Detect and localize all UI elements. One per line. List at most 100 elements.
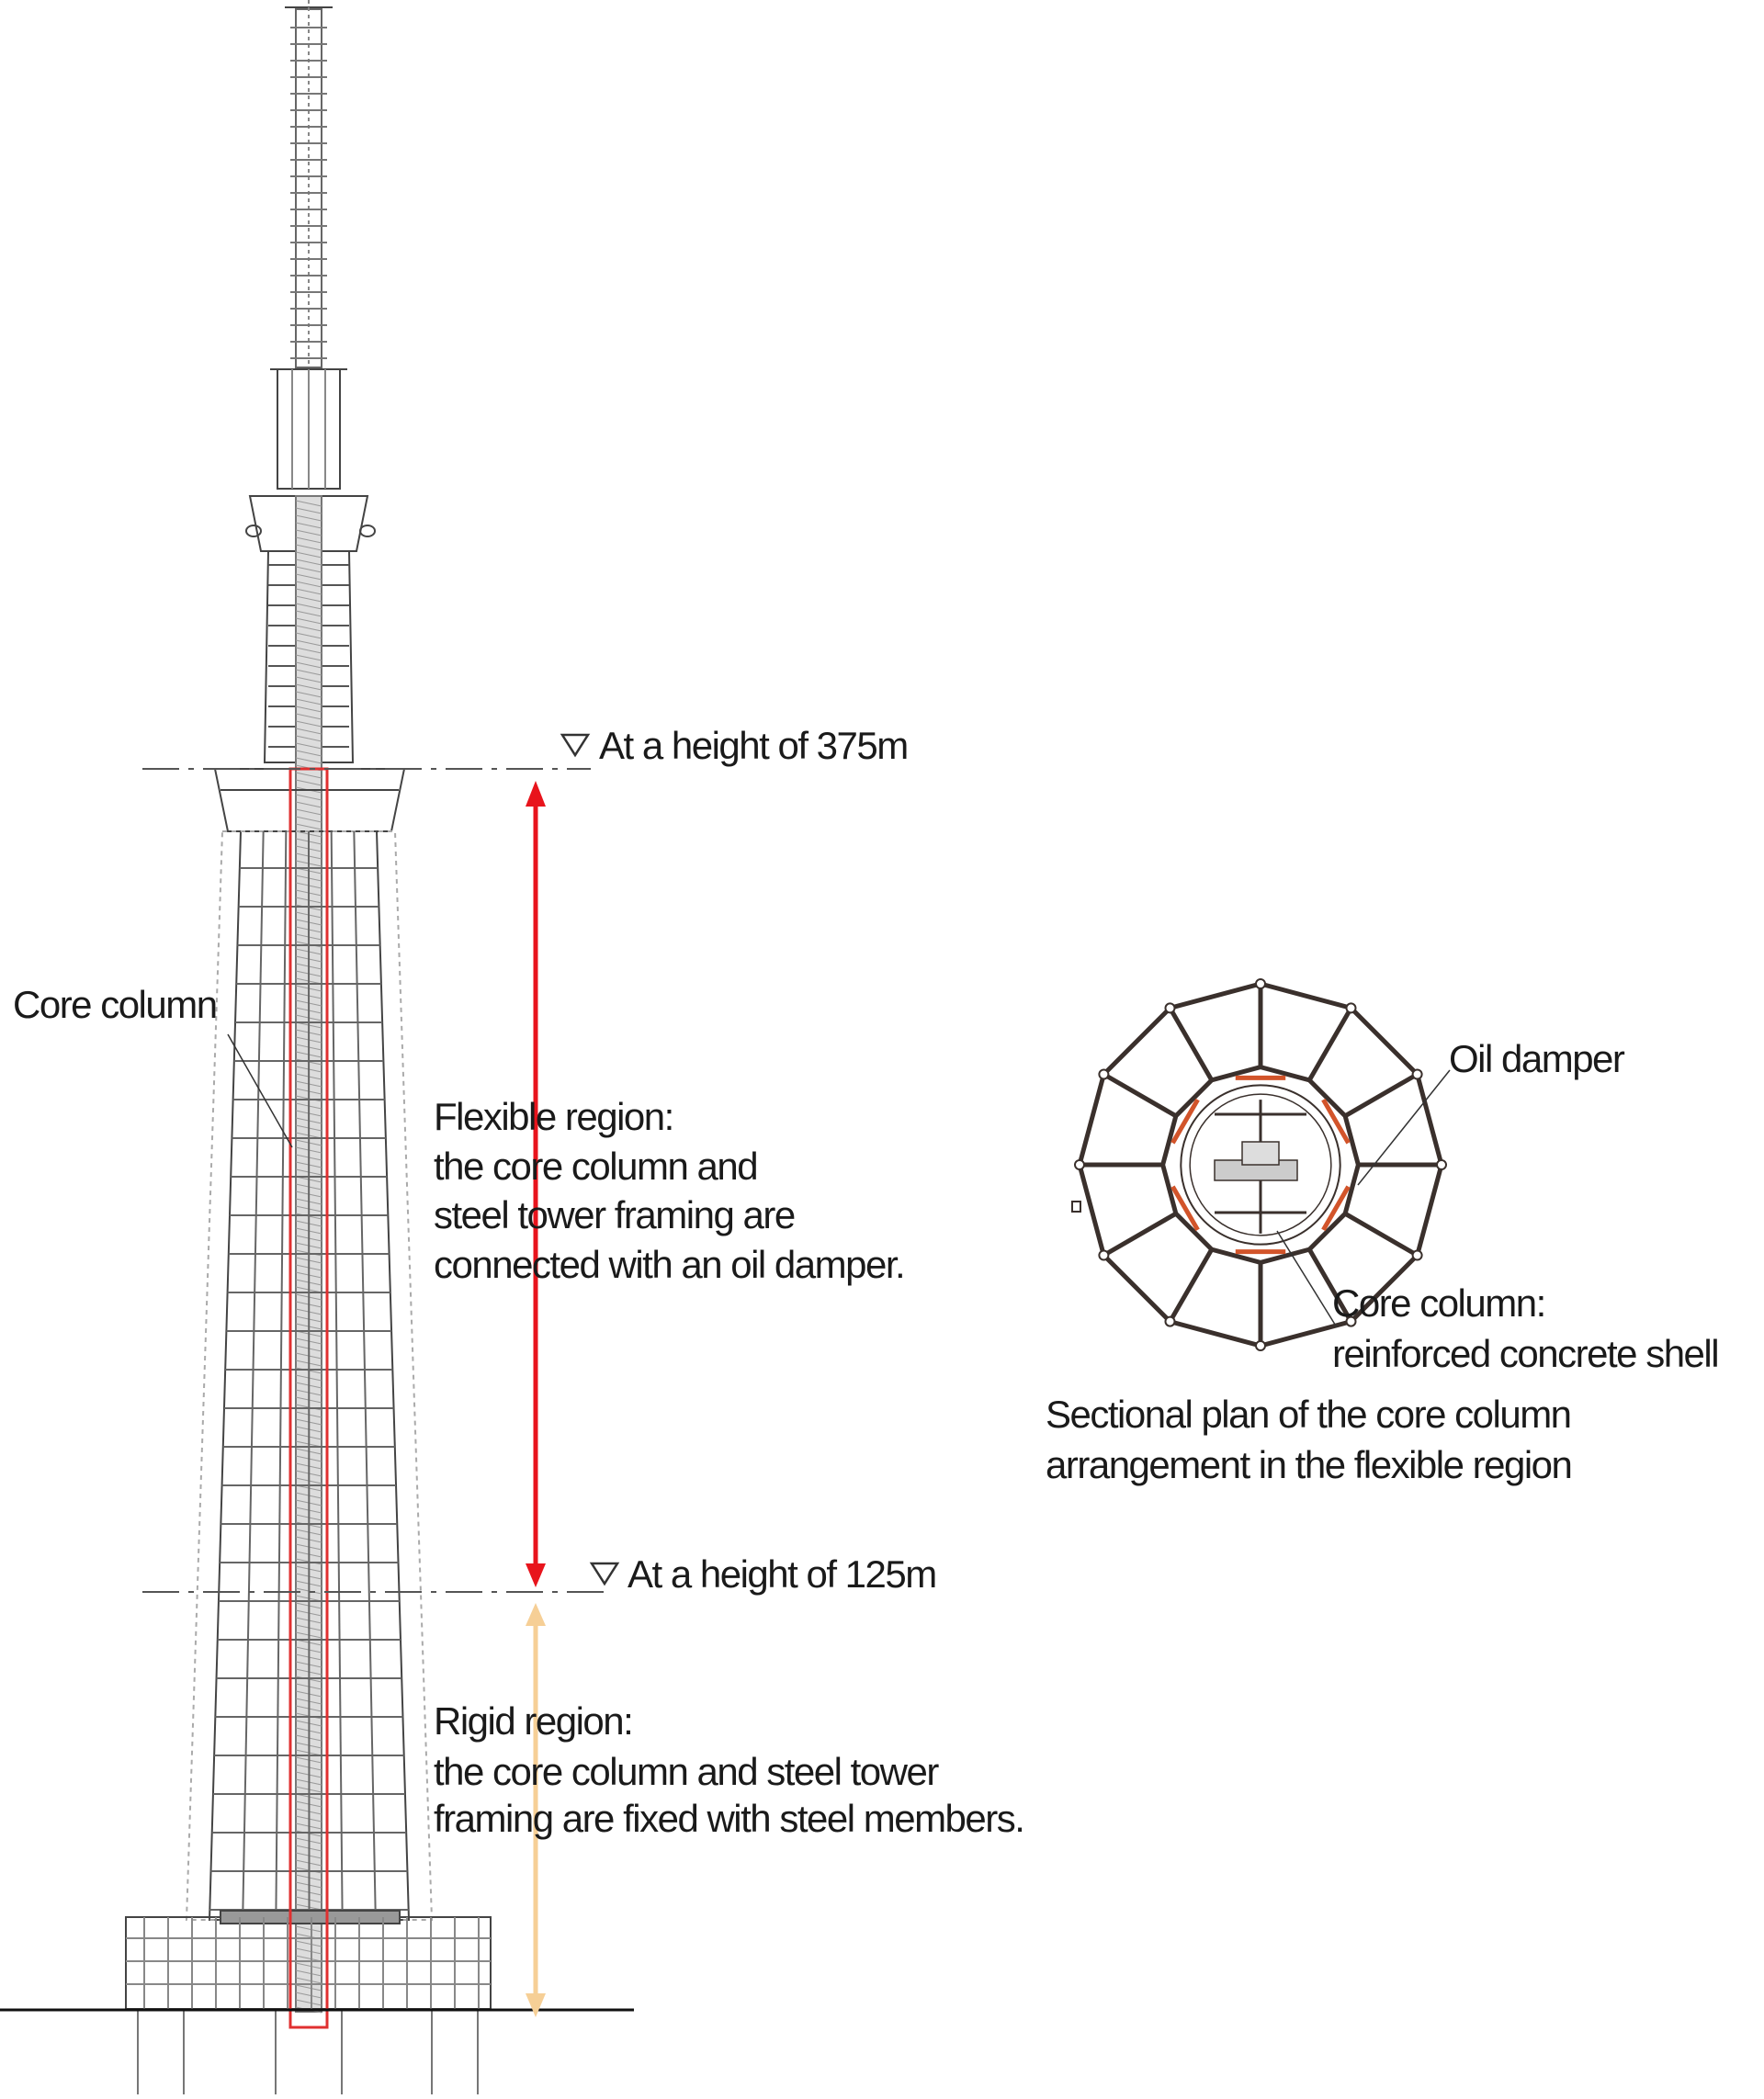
core-hatch [295,691,322,698]
core-hatch [295,742,322,750]
plan-node [1071,1201,1081,1213]
core-hatch [295,1969,322,1977]
plan-node [1164,1002,1176,1014]
core-hatch [295,750,322,757]
rigid-region-arrow [526,1603,546,2017]
core-hatch [295,794,322,801]
plan-radial-member [1307,1247,1353,1323]
plan-node [1255,978,1266,989]
plan-node [1345,1315,1357,1327]
core-hatch [295,544,322,551]
flexible-region-arrow [526,781,546,1587]
core-hatch [295,698,322,705]
rigid-region-text: Rigid region: the core column and steel … [434,1699,1025,1840]
lower-body-column [308,830,311,1921]
plan-node [1345,1002,1357,1014]
core-hatch [295,654,322,661]
base-collar [220,1910,401,1924]
upper-observatory [248,495,369,552]
plan-core-label: reinforced concrete shell [1332,1332,1718,1375]
core-hatch [295,1977,322,1984]
plan-radial-member [1102,1212,1178,1258]
core-hatch [295,536,322,544]
core-hatch [295,772,322,779]
height-125-label: At a height of 125m [628,1552,936,1596]
core-hatch [295,801,322,808]
oil-damper-icon [1321,1098,1351,1145]
sectional-plan [1071,978,1447,1351]
core-hatch [295,676,322,683]
lower-body-column [330,830,344,1921]
plan-stair [1241,1141,1280,1166]
tower-elevation [125,0,492,2094]
lower-body-column [353,830,377,1921]
core-column-leader [227,1033,293,1148]
core-hatch [295,529,322,536]
lower-body-column [275,830,288,1921]
plan-node [1411,1249,1423,1261]
core-hatch [295,713,322,720]
core-hatch [295,661,322,669]
core-column-outline [288,767,329,2029]
core-hatch [295,632,322,639]
core-hatch [295,588,322,595]
oil-damper-label: Oil damper [1449,1037,1625,1080]
flexible-region-text: Flexible region: the core column and ste… [434,1095,906,1286]
core-shell-leader [1276,1230,1338,1328]
core-hatch [295,1940,322,1947]
core-hatch [295,551,322,559]
oil-damper-leader [1357,1069,1451,1186]
core-hatch [295,595,322,603]
core-hatch [295,823,322,830]
plan-radial-member [1168,1007,1214,1082]
plan-node [1436,1159,1447,1170]
core-hatch [295,1984,322,1992]
core-hatch [295,647,322,654]
oil-damper-icon [1321,1185,1351,1232]
plan-node [1164,1315,1176,1327]
core-hatch [295,639,322,647]
plan-caption: arrangement in the flexible region [1046,1443,1571,1486]
observatory-pod [359,525,376,537]
plan-core-shell [1180,1084,1341,1246]
core-hatch [295,566,322,573]
core-hatch [295,1947,322,1955]
core-hatch [295,1992,322,1999]
core-hatch [295,728,322,735]
core-hatch [295,559,322,566]
core-hatch [295,683,322,691]
core-hatch [295,1999,322,2006]
spire [295,8,322,368]
core-hatch [295,1925,322,1933]
flexible-line: steel tower framing are [434,1193,795,1236]
core-hatch [295,808,322,816]
level-marker-icon [589,1562,620,1586]
height-375-label: At a height of 375m [599,724,908,767]
plan-core-label: Core column: [1332,1281,1545,1325]
plan-radial-member [1343,1072,1419,1118]
plan-radial-member [1307,1007,1353,1082]
arrow-up-icon [526,1603,546,1626]
plan-caption: Sectional plan of the core column [1046,1393,1571,1436]
core-hatch [295,610,322,617]
core-hatch [295,735,322,742]
plan-radial-member [1102,1072,1178,1118]
rigid-line: Rigid region: [434,1699,632,1743]
core-hatch [295,573,322,581]
core-hatch [295,720,322,728]
core-column-label: Core column [13,983,217,1026]
observatory-pod [245,525,262,537]
arrow-down-icon [526,1993,546,2017]
oil-damper-icon [1170,1098,1200,1145]
core-hatch [295,757,322,764]
core-hatch [295,522,322,529]
core-hatch [295,625,322,632]
core-hatch [295,603,322,610]
plan-radial-member [1343,1212,1419,1258]
core-hatch [295,1962,322,1969]
plan-node [1098,1249,1110,1261]
rigid-line: the core column and steel tower [434,1750,939,1793]
core-hatch [295,500,322,507]
arrow-down-icon [526,1563,546,1587]
plan-node [1098,1068,1110,1080]
